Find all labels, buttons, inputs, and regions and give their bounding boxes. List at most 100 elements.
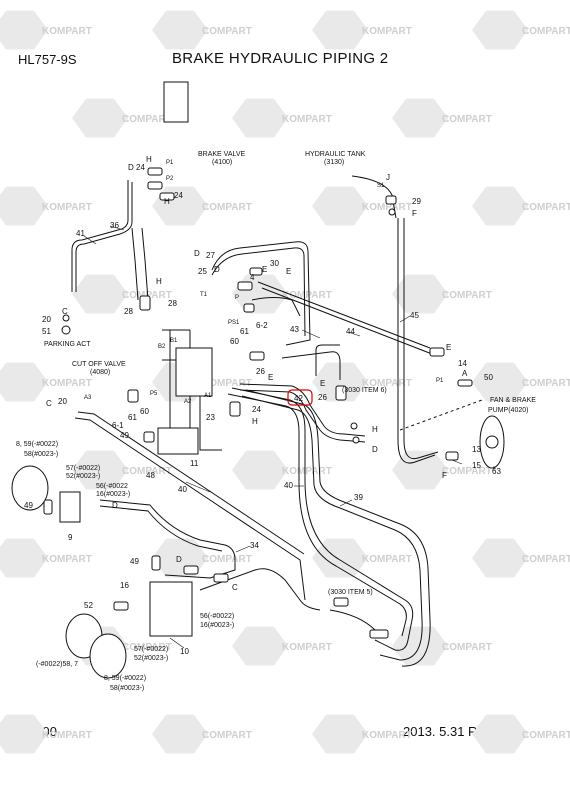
hose-top-right-b <box>211 247 306 337</box>
washer-d <box>352 436 360 444</box>
watermark-hexagon <box>0 186 48 226</box>
callout-24-mid: 24 <box>174 191 183 200</box>
fitting-item5 <box>333 597 349 607</box>
tube-right-bottom <box>329 609 376 631</box>
callout-63: 63 <box>492 467 501 476</box>
port-s1: S1 <box>377 183 385 189</box>
label-16-a: 16(#0023-) <box>96 491 130 498</box>
callout-f-low: F <box>442 471 447 480</box>
fitting-24 <box>159 192 175 201</box>
fan-pump-number: PUMP(4020) <box>488 407 528 414</box>
watermark-text: KOMPART <box>42 202 92 213</box>
leader-lines <box>83 225 495 649</box>
callout-45: 45 <box>410 311 419 320</box>
fitting-50 <box>457 379 473 387</box>
watermark-hexagon <box>0 714 48 754</box>
label-8-59-b: 8, 59(-#0022) <box>104 675 146 682</box>
components <box>11 81 505 679</box>
callout-25: 25 <box>198 267 207 276</box>
callout-e1: E <box>262 265 267 274</box>
watermark-hexagon <box>0 538 48 578</box>
callout-14: 14 <box>458 359 467 368</box>
callout-e2: E <box>286 267 291 276</box>
watermark-text: COMPART <box>122 466 172 477</box>
port-b1: B1 <box>170 338 178 344</box>
fan-pump-dash <box>399 399 483 431</box>
fan-pump-label: FAN & BRAKE <box>490 397 536 404</box>
watermark-hexagon <box>472 714 528 754</box>
callout-a: A <box>462 369 468 378</box>
watermark-hexagons <box>0 10 528 754</box>
bracket-10 <box>149 581 193 637</box>
brake-valve-label: BRAKE VALVE <box>198 151 246 158</box>
fitting-16 <box>183 565 199 575</box>
fitting-p1 <box>147 167 163 176</box>
watermark-text: KOMPART <box>282 642 332 653</box>
watermark-text: KOMPART <box>362 202 412 213</box>
callout-42: 42 <box>294 394 303 403</box>
callout-h2: H <box>156 277 162 286</box>
fitting-13 <box>445 451 459 461</box>
port-p5: P5 <box>150 391 158 397</box>
hydraulic-tank-label: HYDRAULIC TANK <box>305 151 366 158</box>
callout-e3: E <box>446 343 451 352</box>
fitting-26b <box>335 385 347 401</box>
port-a3: A3 <box>84 395 92 401</box>
hydraulic-tank-number: (3130) <box>324 159 344 166</box>
callout-numbers: 41 36 D 24 H H 24 D 27 25 D H 28 28 E 30… <box>24 155 501 656</box>
callout-e-mid: E <box>268 373 273 382</box>
watermark-hexagon <box>72 450 128 490</box>
watermark-hexagon <box>232 626 288 666</box>
callout-30: 30 <box>270 259 279 268</box>
watermark-text: KOMPART <box>282 290 332 301</box>
watermark-text: KOMPART <box>42 26 92 37</box>
fitting-28 <box>139 295 151 311</box>
label-58-7: (-#0022)58, 7 <box>36 661 78 668</box>
item-5-label: (3030 ITEM 5) <box>328 589 373 596</box>
callout-d-low: D <box>176 555 182 564</box>
fitting-49c <box>151 555 161 571</box>
watermark: KOMPART COMPART KOMPART COMPART COMPART KOMPA… <box>0 10 570 754</box>
watermark-text: COMPART <box>522 378 570 389</box>
port-p2: P2 <box>166 176 174 182</box>
watermark-text: KOMPART <box>42 554 92 565</box>
component-labels: BRAKE VALVE (4100) HYDRAULIC TANK (3130)… <box>16 151 536 692</box>
callout-40b: 40 <box>284 481 293 490</box>
label-58-b: 58(#0023-) <box>110 685 144 692</box>
fitting-p2 <box>147 181 163 190</box>
callout-34: 34 <box>250 541 259 550</box>
callout-6-2: 6-2 <box>256 321 268 330</box>
callout-41: 41 <box>76 229 85 238</box>
tube-45-b <box>403 218 439 460</box>
watermark-text: KOMPART <box>362 554 412 565</box>
tube-40 <box>231 387 414 651</box>
callout-d3: D <box>372 445 378 454</box>
watermark-text: COMPART <box>442 290 492 301</box>
pipes <box>71 175 483 667</box>
port-p: P <box>235 295 239 301</box>
cutoff-valve-block <box>175 347 213 397</box>
watermark-text: COMPART <box>202 730 252 741</box>
callout-49a: 49 <box>120 431 129 440</box>
watermark-hexagon <box>232 450 288 490</box>
watermark-hexagon <box>392 274 448 314</box>
callout-48: 48 <box>146 471 155 480</box>
watermark-hexagon <box>312 10 368 50</box>
fitting-49b <box>43 499 53 515</box>
tube-44 <box>257 281 431 349</box>
callout-61a: 61 <box>240 327 249 336</box>
tube-42-b <box>239 383 366 437</box>
callout-44: 44 <box>346 327 355 336</box>
callout-h-low: H <box>252 417 258 426</box>
hose-36 <box>131 227 139 301</box>
callout-23: 23 <box>206 413 215 422</box>
callout-39: 39 <box>354 493 363 502</box>
fitting-49 <box>143 431 155 443</box>
callout-d-top: D <box>128 163 134 172</box>
watermark-hexagon <box>0 362 48 402</box>
port-labels: P1 P2 T1 S1 A3 B2 B1 A1 A2 PS1 P5 P P1 <box>84 160 444 405</box>
callout-36: 36 <box>110 221 119 230</box>
brake-valve-body <box>163 81 189 123</box>
tank-line <box>351 175 397 219</box>
parking-act-label: PARKING ACT <box>44 341 91 348</box>
